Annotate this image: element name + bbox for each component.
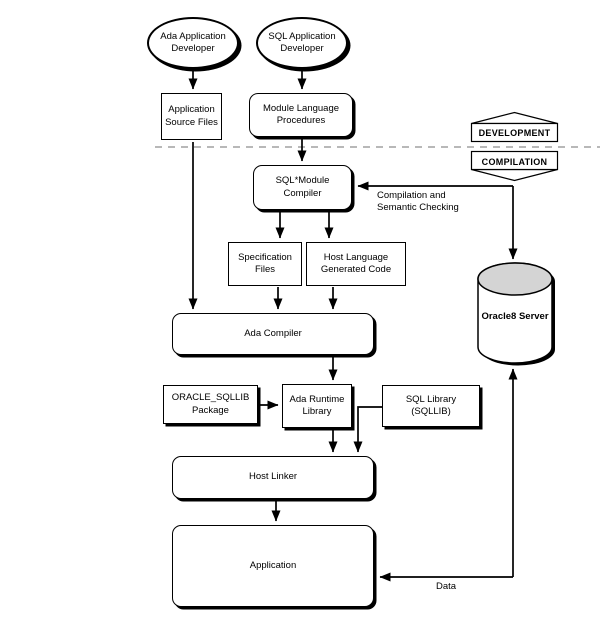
phase-label-compilation: COMPILATION <box>481 156 548 167</box>
node-application: Application <box>172 525 374 607</box>
node-application-source-files: Application Source Files <box>161 93 222 140</box>
label-data: Data <box>435 581 457 592</box>
node-host-language-generated-code: Host Language Generated Code <box>306 242 406 286</box>
node-sql-library: SQL Library (SQLLIB) <box>382 385 480 427</box>
compilation-banner-peak <box>471 168 558 182</box>
node-host-linker: Host Linker <box>172 456 374 499</box>
oracle8-server-cylinder <box>477 262 555 366</box>
phase-banner-shapes <box>470 111 559 182</box>
node-sql-developer: SQL Application Developer <box>256 17 348 69</box>
compilation-banner-box <box>470 150 559 171</box>
node-oracle8-server: Oracle8 Server <box>481 310 549 322</box>
edge-sql-library-to-host-linker <box>353 406 382 453</box>
node-ada-runtime-library: Ada Runtime Library <box>282 384 352 428</box>
development-banner-peak <box>471 111 558 125</box>
phase-label-development: DEVELOPMENT <box>478 127 551 138</box>
node-specification-files: Specification Files <box>228 242 302 286</box>
cylinder-top-ellipse <box>477 262 553 296</box>
node-oracle-sqllib-package: ORACLE_SQLLIB Package <box>163 385 258 424</box>
development-banner-box <box>470 122 559 143</box>
label-compilation-semantic-checking: Compilation and Semantic Checking <box>377 190 459 214</box>
node-ada-compiler: Ada Compiler <box>172 313 374 355</box>
node-sql-module-compiler: SQL*Module Compiler <box>253 165 352 210</box>
node-ada-developer: Ada Application Developer <box>147 17 239 69</box>
node-module-language-procedures: Module Language Procedures <box>249 93 353 137</box>
